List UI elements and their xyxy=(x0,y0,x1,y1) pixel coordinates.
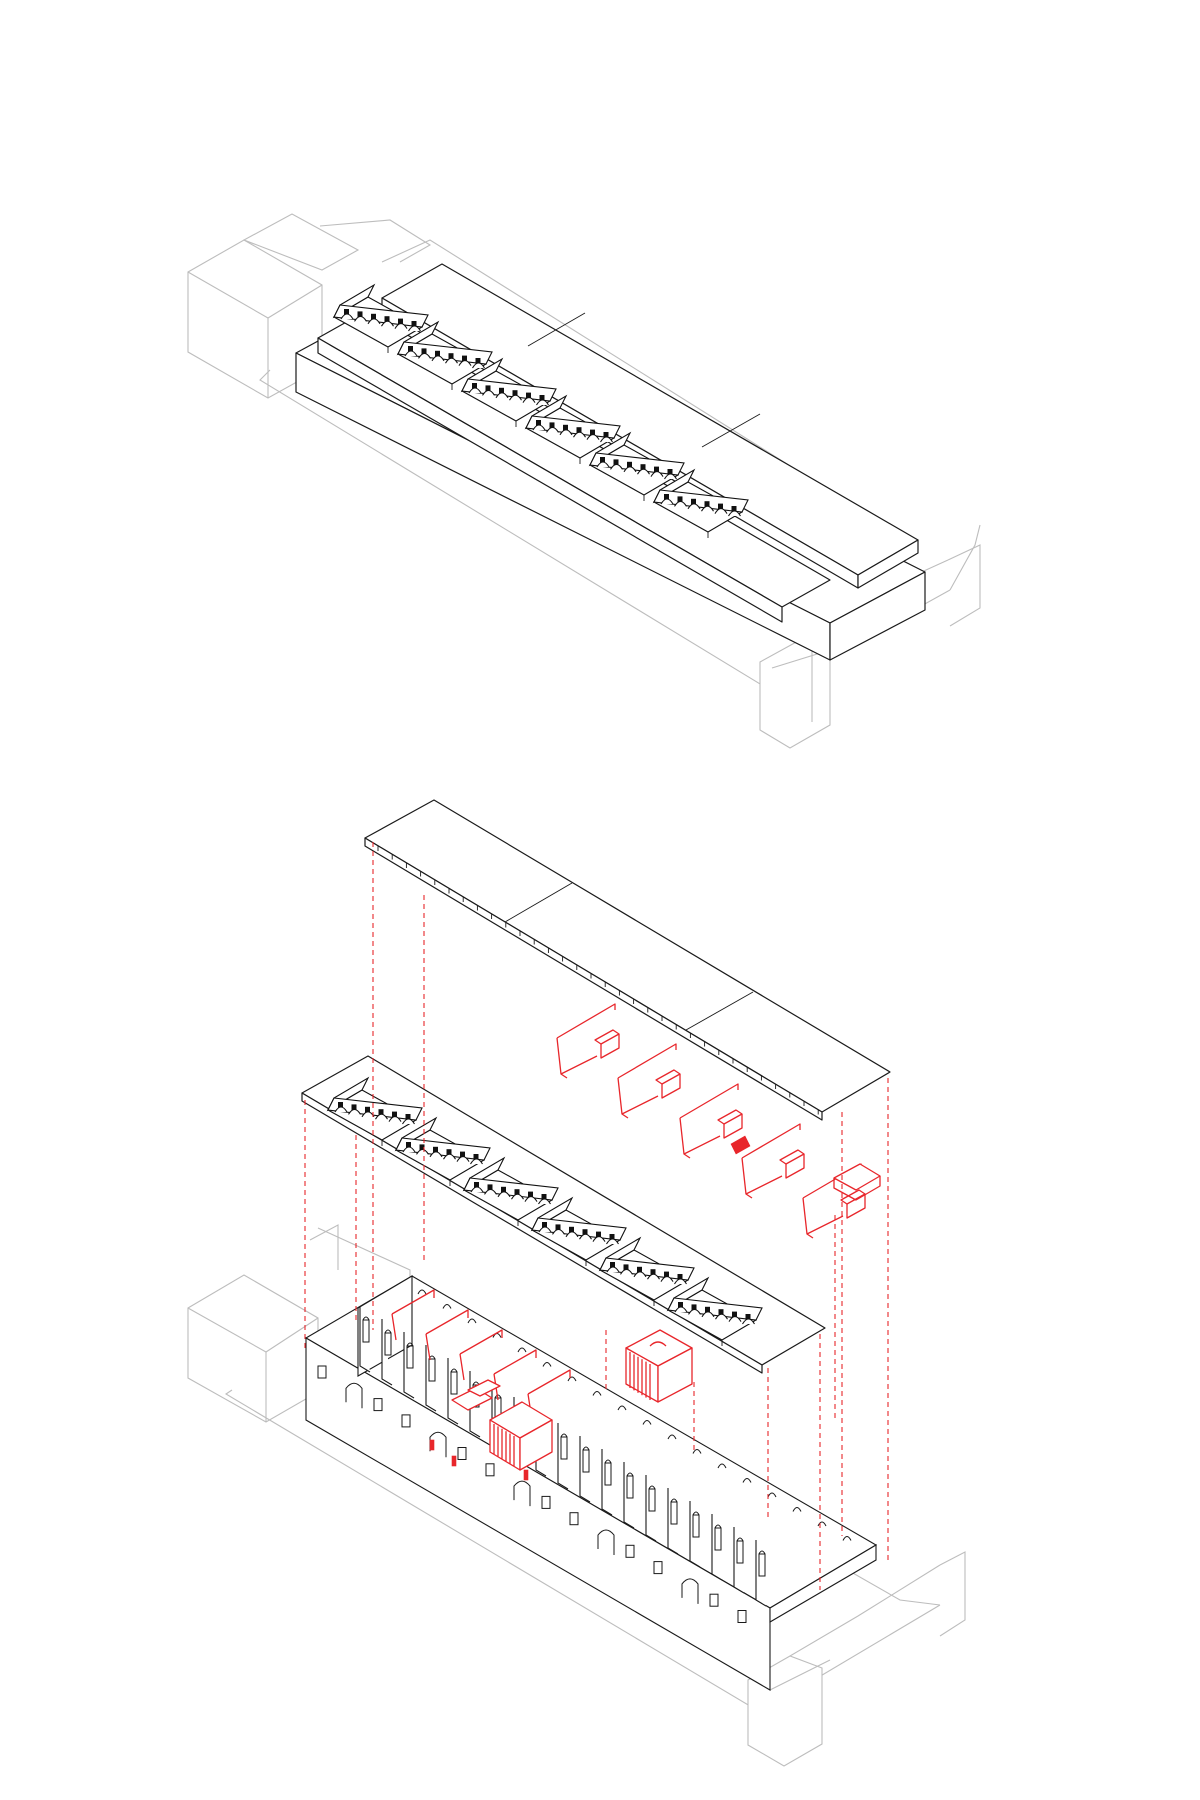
top-skylight-5 xyxy=(588,431,685,501)
red-beam xyxy=(459,1329,503,1355)
window xyxy=(317,1365,327,1379)
exploded-axonometric xyxy=(187,799,966,1767)
red-frame-4 xyxy=(741,1123,805,1199)
bottom-skylight-4 xyxy=(530,1196,627,1266)
front-facade xyxy=(305,1337,771,1691)
red-door xyxy=(451,1455,457,1467)
window xyxy=(625,1544,635,1558)
assembled-axonometric xyxy=(187,213,981,749)
red-door xyxy=(429,1439,435,1451)
red-stair xyxy=(730,1135,751,1155)
red-frame-2 xyxy=(617,1043,681,1119)
context-block-right xyxy=(759,639,831,749)
top-skylight-1 xyxy=(332,283,429,353)
roof-panel xyxy=(364,799,891,1113)
context-block-left-bottom xyxy=(187,1274,319,1423)
red-stair-landing xyxy=(467,1379,501,1397)
window xyxy=(485,1463,495,1477)
red-bridge xyxy=(833,1163,881,1191)
arched-opening xyxy=(345,1382,363,1409)
window xyxy=(709,1593,719,1607)
bottom-skylight-6 xyxy=(666,1276,763,1346)
skylights-top xyxy=(332,283,749,538)
red-beam xyxy=(493,1349,537,1375)
top-skylight-3 xyxy=(460,357,557,427)
skylights-bottom xyxy=(326,1076,763,1346)
red-frame-3 xyxy=(679,1083,743,1159)
red-beam xyxy=(527,1369,571,1395)
arched-opening xyxy=(681,1578,699,1604)
red-beam xyxy=(391,1289,435,1315)
arched-opening xyxy=(513,1480,531,1507)
top-skylight-4 xyxy=(524,394,621,464)
arched-opening xyxy=(429,1431,447,1458)
bottom-skylight-5 xyxy=(598,1236,695,1306)
building-podium-end xyxy=(829,571,926,661)
window xyxy=(737,1610,747,1623)
window xyxy=(541,1495,551,1509)
red-room-module-1 xyxy=(489,1401,553,1471)
alignment-lines xyxy=(304,842,889,1590)
window xyxy=(653,1561,663,1575)
skylight-roof-layer xyxy=(301,1055,826,1374)
window xyxy=(401,1414,411,1428)
bottom-skylight-2 xyxy=(394,1116,491,1186)
top-skylight-6 xyxy=(652,468,749,538)
red-beam xyxy=(425,1309,469,1335)
red-inserts xyxy=(391,1289,693,1481)
red-room-module-2 xyxy=(625,1329,693,1403)
arched-opening xyxy=(597,1529,615,1555)
red-door xyxy=(523,1469,529,1481)
bottom-skylight-3 xyxy=(462,1156,559,1226)
window xyxy=(457,1447,467,1460)
roof-panel-layer xyxy=(364,799,891,1121)
window xyxy=(373,1398,383,1412)
window xyxy=(569,1512,579,1526)
top-skylight-2 xyxy=(396,320,493,390)
red-frame-1 xyxy=(556,1003,620,1079)
red-frame-layer xyxy=(556,1003,881,1239)
building-walls-bottom xyxy=(304,1275,878,1691)
context-block-rear xyxy=(242,213,360,271)
